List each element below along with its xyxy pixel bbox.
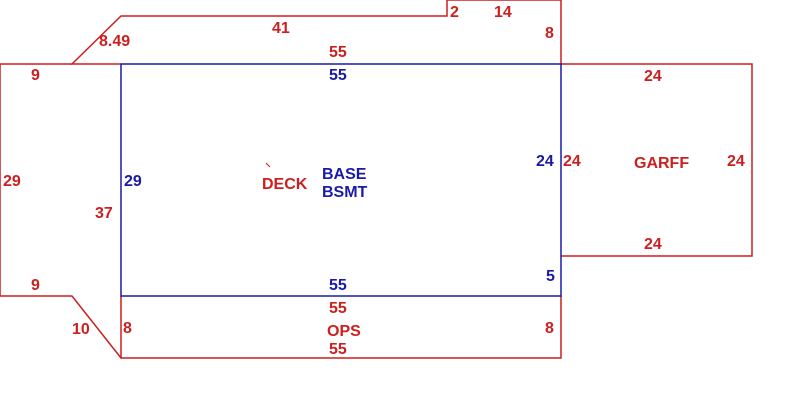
- dim-label: 8: [545, 25, 554, 42]
- dim-label: 37: [95, 205, 113, 222]
- dim-label: 24: [644, 236, 662, 253]
- dim-label: 24: [727, 153, 745, 170]
- dim-label: 55: [329, 300, 347, 317]
- dim-label: 41: [272, 20, 290, 37]
- dim-label: 10: [72, 321, 90, 338]
- dim-label: 5: [546, 268, 555, 285]
- deck-outline: [70, 0, 562, 65]
- area-label-ops: OPS: [327, 323, 361, 340]
- deck-leader-line: [265, 162, 271, 168]
- dim-label: 55: [329, 44, 347, 61]
- dim-label: 8.49: [99, 33, 130, 50]
- area-label-garff: GARFF: [634, 155, 689, 172]
- dim-label: 55: [329, 67, 347, 84]
- base-outline: [120, 63, 562, 297]
- dim-label: 2: [450, 4, 459, 21]
- dim-label: 29: [3, 173, 21, 190]
- dim-label: 14: [494, 4, 512, 21]
- area-label-deck: DECK: [262, 176, 308, 193]
- dim-label: 24: [536, 153, 554, 170]
- dim-label: 8: [123, 320, 132, 337]
- dim-label: 9: [31, 67, 40, 84]
- dim-label: 55: [329, 277, 347, 294]
- dim-label: 24: [563, 153, 581, 170]
- left-wing-outline: [0, 63, 122, 359]
- dim-label: 29: [124, 173, 142, 190]
- dim-label: 24: [644, 68, 662, 85]
- dim-label: 8: [545, 320, 554, 337]
- ops-outline: [120, 296, 562, 359]
- area-label-bsmt: BSMT: [322, 184, 368, 201]
- area-label-base: BASE: [322, 166, 367, 183]
- dim-label: 9: [31, 277, 40, 294]
- dim-label: 55: [329, 341, 347, 358]
- garage-outline: [561, 63, 753, 257]
